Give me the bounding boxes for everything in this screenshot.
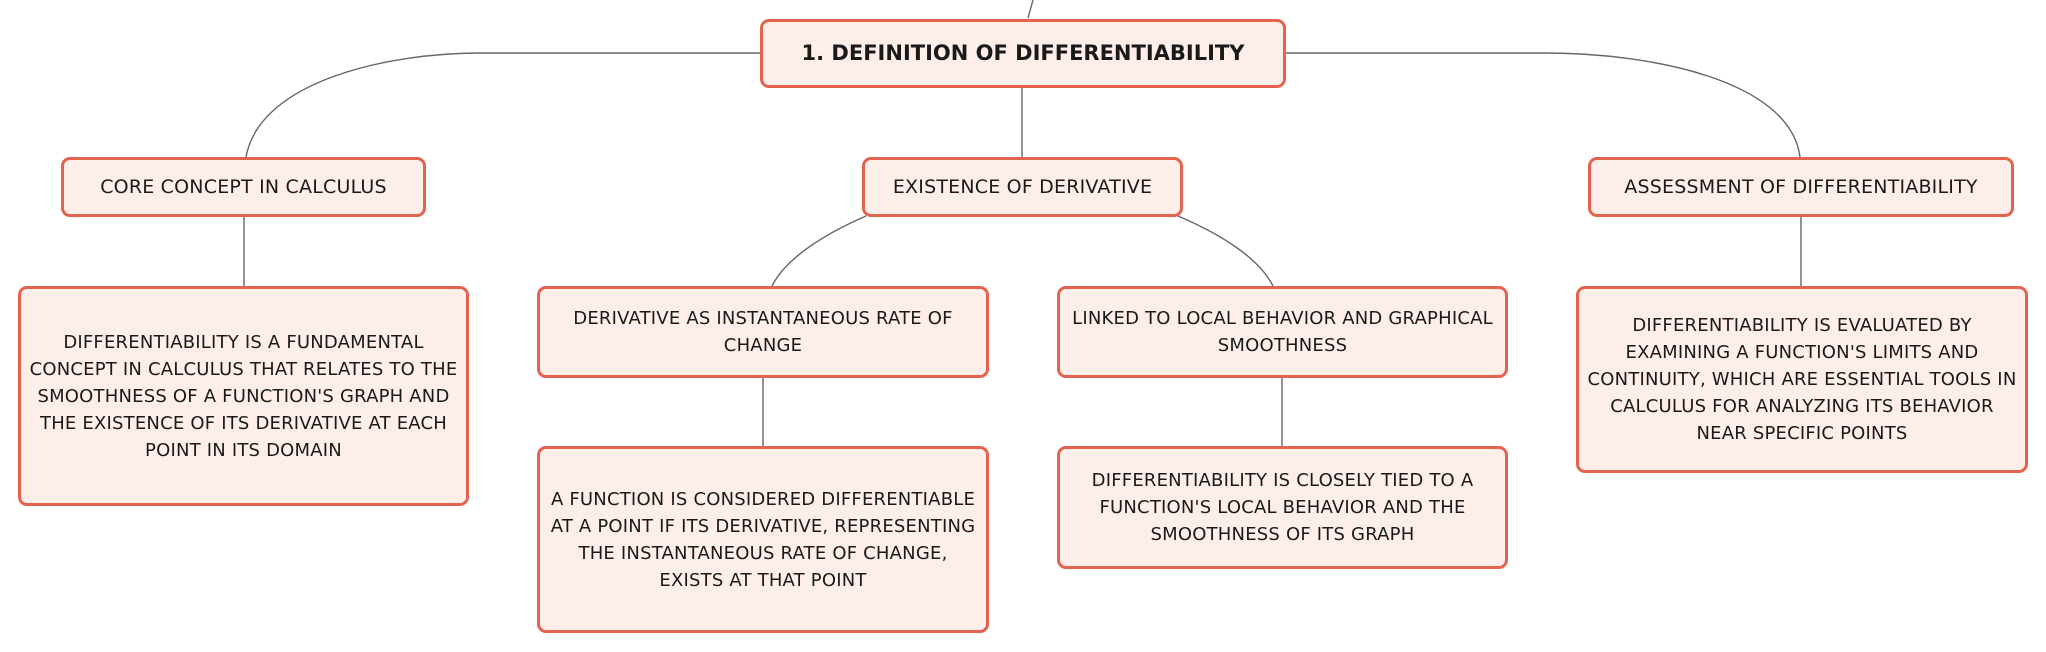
- node-local-detail[interactable]: DIFFERENTIABILITY IS CLOSELY TIED TO A F…: [1057, 446, 1508, 569]
- node-rate-detail[interactable]: A FUNCTION IS CONSIDERED DIFFERENTIABLE …: [537, 446, 989, 633]
- connector-existence-rate: [771, 215, 867, 287]
- node-core-detail[interactable]: DIFFERENTIABILITY IS A FUNDAMENTAL CONCE…: [18, 286, 469, 506]
- core-concept-label: CORE CONCEPT IN CALCULUS: [100, 175, 387, 198]
- connector-root-assessment: [1285, 52, 1801, 158]
- node-assessment[interactable]: ASSESSMENT OF DIFFERENTIABILITY: [1588, 157, 2014, 217]
- assessment-detail-text: DIFFERENTIABILITY IS EVALUATED BY EXAMIN…: [1587, 315, 2017, 444]
- connector-root-core: [245, 52, 762, 158]
- local-label: LINKED TO LOCAL BEHAVIOR AND GRAPHICAL S…: [1072, 308, 1493, 356]
- connector-incoming: [1027, 0, 1034, 19]
- rate-detail-text: A FUNCTION IS CONSIDERED DIFFERENTIABLE …: [550, 488, 976, 591]
- node-core-concept[interactable]: CORE CONCEPT IN CALCULUS: [61, 157, 426, 217]
- connector-existence-local: [1177, 215, 1274, 287]
- node-existence-of-derivative[interactable]: EXISTENCE OF DERIVATIVE: [862, 157, 1183, 217]
- root-label: 1. DEFINITION OF DIFFERENTIABILITY: [801, 41, 1245, 65]
- local-detail-text: DIFFERENTIABILITY IS CLOSELY TIED TO A F…: [1091, 470, 1474, 545]
- node-local-behavior[interactable]: LINKED TO LOCAL BEHAVIOR AND GRAPHICAL S…: [1057, 286, 1508, 378]
- node-assessment-detail[interactable]: DIFFERENTIABILITY IS EVALUATED BY EXAMIN…: [1576, 286, 2028, 473]
- existence-label: EXISTENCE OF DERIVATIVE: [892, 175, 1153, 198]
- core-detail-text: DIFFERENTIABILITY IS A FUNDAMENTAL CONCE…: [29, 331, 458, 461]
- rate-label: DERIVATIVE AS INSTANTANEOUS RATE OF CHAN…: [573, 308, 953, 356]
- root-node[interactable]: 1. DEFINITION OF DIFFERENTIABILITY: [760, 19, 1286, 88]
- assessment-label: ASSESSMENT OF DIFFERENTIABILITY: [1624, 175, 1978, 198]
- node-rate-of-change[interactable]: DERIVATIVE AS INSTANTANEOUS RATE OF CHAN…: [537, 286, 989, 378]
